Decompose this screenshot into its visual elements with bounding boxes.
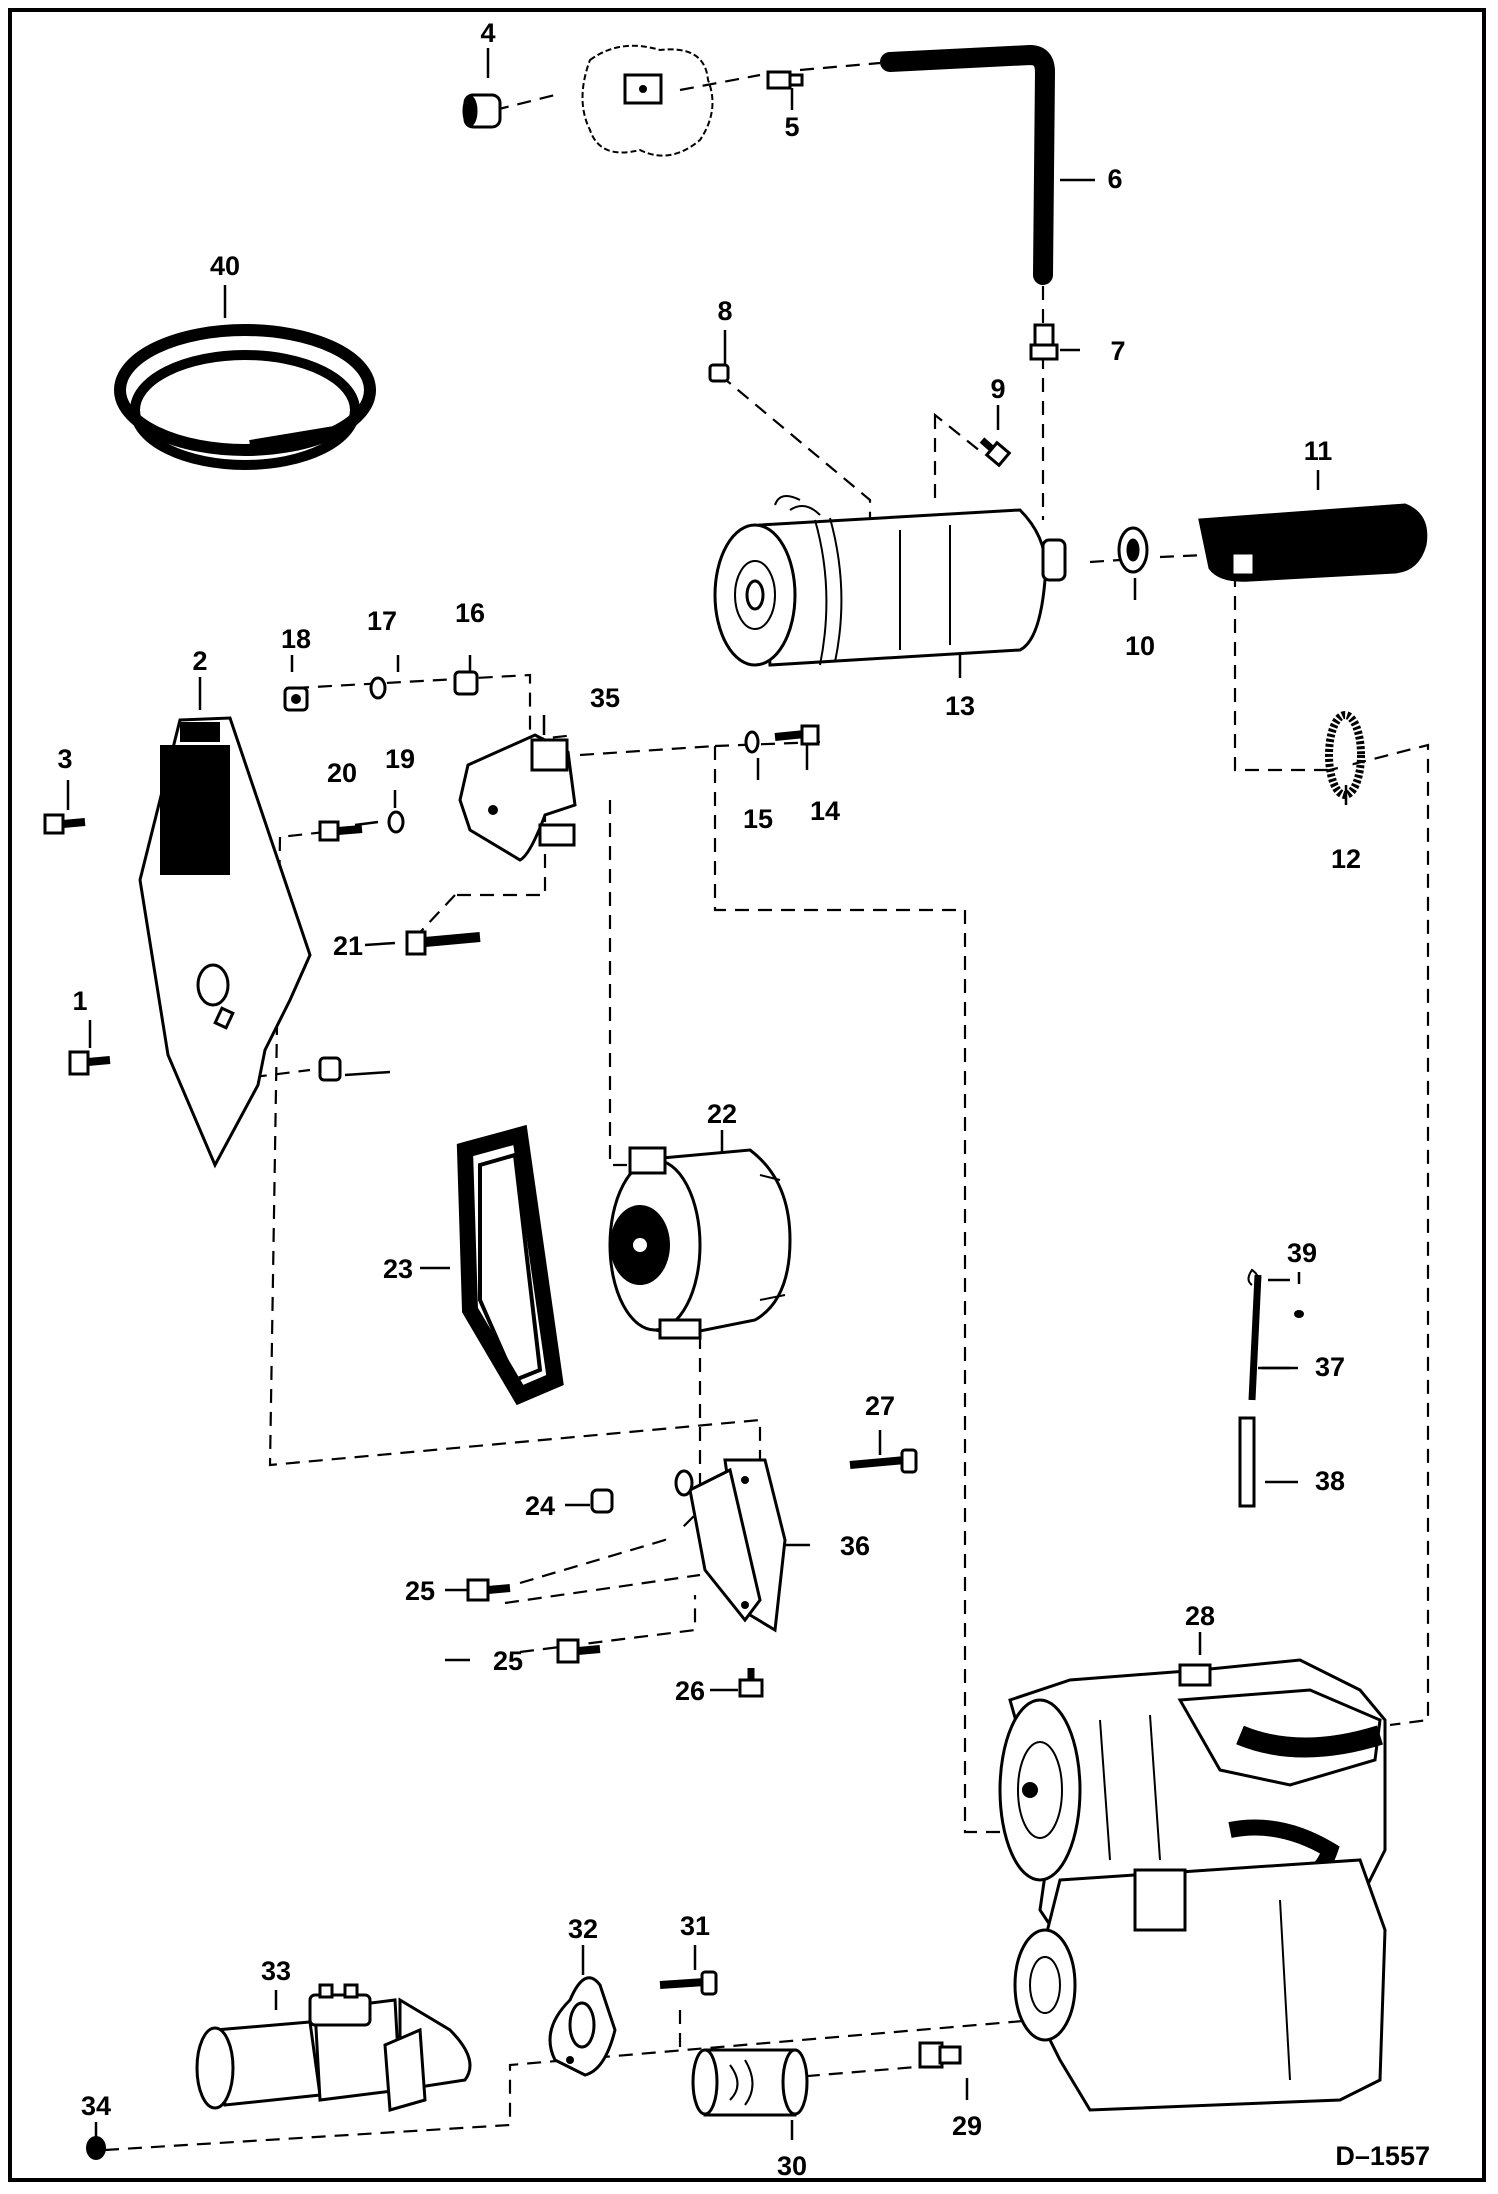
part-12-hose-clamp bbox=[1325, 711, 1365, 799]
part-33-starter-motor bbox=[195, 1983, 472, 2112]
part-13-air-cleaner bbox=[713, 495, 1067, 667]
part-7-fitting bbox=[1029, 323, 1059, 361]
part-8-nut bbox=[708, 363, 730, 383]
part-35-bracket bbox=[458, 733, 577, 862]
callout-24: 24 bbox=[525, 1491, 555, 1521]
callout-4: 4 bbox=[480, 18, 495, 48]
part-29-oil-sender bbox=[918, 2041, 962, 2069]
callout-31: 31 bbox=[680, 1911, 710, 1941]
callout-20: 20 bbox=[327, 758, 357, 788]
part-18-nut bbox=[283, 686, 309, 712]
part-36-alternator-bracket bbox=[674, 1458, 787, 1633]
callout-30: 30 bbox=[777, 2151, 807, 2181]
callout-25b: 25 bbox=[493, 1646, 523, 1676]
callout-15: 15 bbox=[743, 804, 773, 834]
label-ticks bbox=[223, 285, 1298, 1484]
callout-3: 3 bbox=[57, 744, 72, 774]
callout-14: 14 bbox=[810, 796, 840, 826]
callout-9: 9 bbox=[990, 374, 1005, 404]
part-31-bolt bbox=[659, 1970, 718, 1996]
callout-13: 13 bbox=[945, 691, 975, 721]
callout-38: 38 bbox=[1315, 1466, 1345, 1496]
part-24-nut bbox=[590, 1488, 614, 1514]
part-39-o-ring bbox=[1294, 1310, 1304, 1318]
callout-29: 29 bbox=[952, 2111, 982, 2141]
callout-40: 40 bbox=[210, 251, 240, 281]
part-14-bolt bbox=[774, 724, 820, 746]
callout-35: 35 bbox=[590, 683, 620, 713]
diagram-frame bbox=[8, 8, 1486, 2182]
callout-leaders bbox=[66, 48, 1348, 2140]
part-20-bolt bbox=[318, 820, 363, 842]
callout-6: 6 bbox=[1107, 164, 1122, 194]
callout-labels: 1 2 3 4 5 6 7 8 9 10 11 12 13 14 15 16 1… bbox=[57, 18, 1361, 2181]
part-9-bolt bbox=[979, 437, 1012, 468]
callout-21: 21 bbox=[333, 931, 363, 961]
callout-32: 32 bbox=[568, 1914, 598, 1944]
callout-27: 27 bbox=[865, 1391, 895, 1421]
part-26-bolt bbox=[738, 1668, 764, 1698]
callout-22: 22 bbox=[707, 1099, 737, 1129]
part-17-washer bbox=[369, 676, 387, 700]
part-40-hose-coil bbox=[114, 324, 376, 470]
part-27-bolt bbox=[849, 1448, 918, 1474]
part-37-dipstick bbox=[1247, 1268, 1262, 1401]
callout-26: 26 bbox=[675, 1676, 705, 1706]
part-21-long-bolt bbox=[405, 930, 481, 956]
callout-11: 11 bbox=[1304, 436, 1333, 466]
part-5-fitting bbox=[766, 70, 804, 90]
callout-19: 19 bbox=[385, 744, 415, 774]
part-1-bolt bbox=[68, 1050, 111, 1076]
callout-17: 17 bbox=[367, 606, 397, 636]
part-19-washer bbox=[387, 810, 405, 834]
callout-28: 28 bbox=[1185, 1601, 1215, 1631]
part-25-bolt-lower bbox=[556, 1638, 601, 1664]
tank-cutout bbox=[581, 44, 714, 157]
part-25-bolt-upper bbox=[466, 1578, 511, 1602]
callout-37: 37 bbox=[1315, 1352, 1345, 1382]
part-16-spacer bbox=[453, 670, 479, 696]
callout-23: 23 bbox=[383, 1254, 413, 1284]
callout-12: 12 bbox=[1331, 844, 1361, 874]
part-10-seal-ring bbox=[1117, 526, 1149, 574]
part-28-engine bbox=[998, 1658, 1387, 2112]
part-30-oil-filter bbox=[691, 2048, 809, 2117]
part-32-flange-plate bbox=[548, 1976, 617, 2077]
part-6-hose bbox=[880, 44, 1056, 285]
callout-39: 39 bbox=[1287, 1238, 1317, 1268]
callout-5: 5 bbox=[784, 112, 799, 142]
part-2-cooling-shroud bbox=[138, 716, 312, 1169]
callout-10: 10 bbox=[1125, 631, 1155, 661]
drawing-code: D–1557 bbox=[1335, 2141, 1430, 2171]
callout-2: 2 bbox=[192, 646, 207, 676]
part-15-washer bbox=[744, 730, 760, 754]
part-38-dipstick-tube bbox=[1238, 1416, 1256, 1508]
part-11-intake-hose bbox=[1198, 503, 1428, 582]
callout-36: 36 bbox=[840, 1531, 870, 1561]
part-23-v-belt bbox=[456, 1124, 564, 1406]
callout-16: 16 bbox=[455, 598, 485, 628]
callout-25a: 25 bbox=[405, 1576, 435, 1606]
callout-8: 8 bbox=[717, 296, 732, 326]
callout-7: 7 bbox=[1110, 336, 1125, 366]
callout-18: 18 bbox=[281, 624, 311, 654]
callout-33: 33 bbox=[261, 1956, 291, 1986]
part-34-nut bbox=[86, 2136, 106, 2160]
part-3-bolt bbox=[43, 813, 86, 835]
part-4-grommet bbox=[462, 93, 502, 129]
callout-1: 1 bbox=[72, 986, 87, 1016]
part-22-alternator bbox=[608, 1146, 792, 1340]
callout-34: 34 bbox=[81, 2091, 111, 2121]
part-8-nut-lower bbox=[318, 1056, 342, 1082]
